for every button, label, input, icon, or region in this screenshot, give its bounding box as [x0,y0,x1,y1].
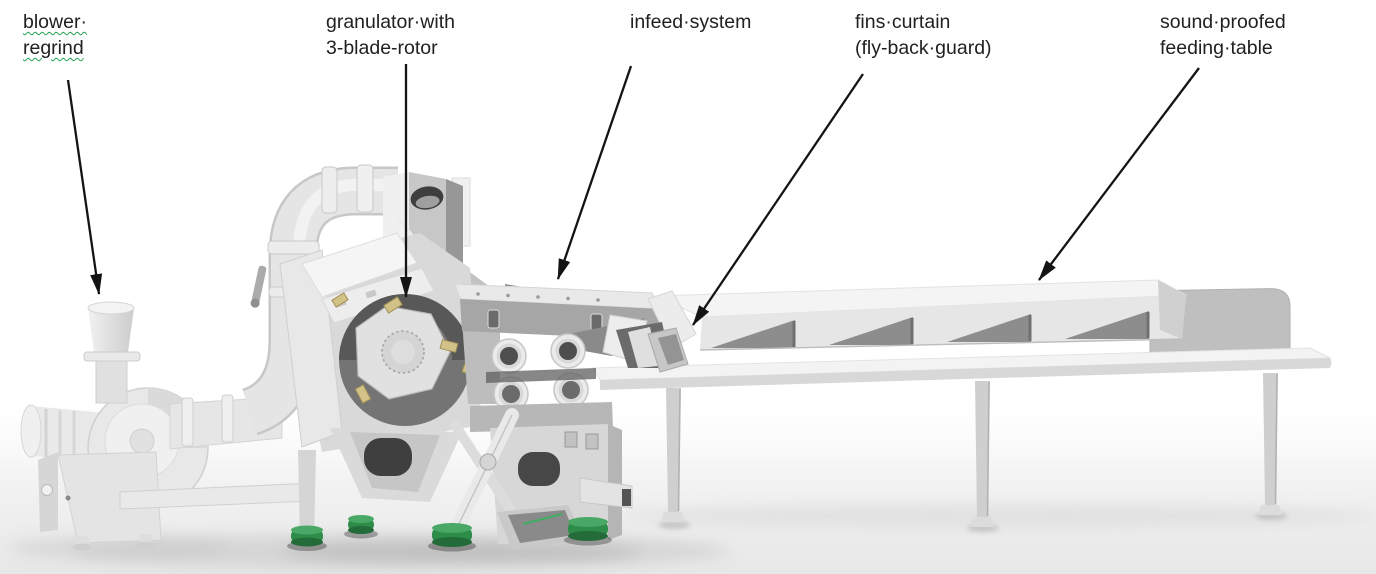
discharge-slide [497,505,585,550]
label-infeed-system: infeed·system [630,9,751,35]
green-foot [428,523,476,552]
label-line-2: feeding·table [1160,37,1273,59]
label-line-1: fins·curtain [855,11,951,33]
valve-lever [250,265,267,308]
side-beam [579,477,633,509]
machine-feet [287,515,612,552]
feeding-table [592,288,1332,527]
green-foot [287,525,327,551]
label-fins-curtain: fins·curtain (fly-back·guard) [855,9,992,61]
infeed-assembly [454,283,661,432]
arrow-fins-curtain [692,73,864,326]
rotor [355,305,451,400]
hood-front-face [700,295,1186,350]
label-feeding-table: sound·proofed feeding·table [1160,9,1286,61]
arrow-blower-regrind [66,79,103,295]
chute-opening [364,438,412,476]
label-line-1: blower· [23,11,87,33]
granulator-assembly [279,232,482,452]
sound-proof-hood [647,279,1188,351]
arrow-feeding-table [1038,67,1200,281]
label-line-2: (fly-back·guard) [855,37,992,59]
blower-pedestal [38,451,162,551]
pipe-flange [267,240,320,255]
fins-curtain-plate [616,322,689,373]
duct-flange [181,397,194,447]
arrow-infeed-system [556,65,633,280]
blower-outlet-pipe [83,301,141,404]
tower-vent-opening [410,186,444,210]
discharge-assembly [298,408,633,550]
hood-sawtooth-notches [711,311,1150,348]
green-foot [564,517,612,546]
green-foot [344,515,378,539]
table-front-edge [600,358,1332,390]
open-lid-panel [301,232,418,298]
label-line-1: infeed·system [630,11,752,33]
arch-opening [518,452,560,486]
label-line-2: 3-blade-rotor [326,37,438,59]
machine-leg [298,450,316,542]
table-leg [661,388,685,522]
duct-flange [221,394,234,443]
table-leg [1258,373,1282,515]
label-line-1: sound·proofed [1160,11,1286,33]
label-line-2: regrind [23,37,84,59]
label-line-1: granulator·with [326,11,455,33]
blower-assembly [20,301,313,551]
rotor-blades [331,292,479,404]
table-leg [970,381,994,527]
rail-slot [487,309,500,329]
infeed-rollers [491,333,589,412]
label-blower-regrind: blower· regrind [23,9,87,61]
label-granulator: granulator·with 3-blade-rotor [326,9,455,61]
rail-bolts [476,292,600,302]
pipe-flange [321,166,338,214]
blower-motor [20,404,106,462]
leader-arrows [66,64,1200,326]
pipe-flange [356,164,374,213]
maintenance-arm [445,408,519,545]
